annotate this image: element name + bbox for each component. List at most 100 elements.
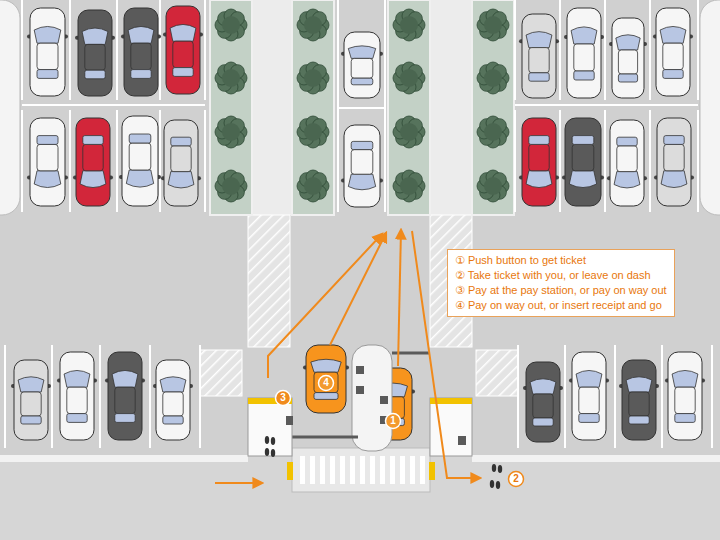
car-roof <box>171 146 191 172</box>
ticket-machine <box>380 396 388 404</box>
car-rear-window <box>351 78 373 85</box>
car <box>163 6 203 94</box>
car <box>562 118 604 206</box>
car-windshield <box>348 46 375 59</box>
crosswalk-stripe <box>390 456 395 484</box>
stall-line <box>159 0 161 100</box>
tree <box>215 9 247 41</box>
car <box>27 118 68 206</box>
route-arrow <box>398 230 401 366</box>
tree-crown <box>304 123 322 141</box>
car-body <box>306 345 346 413</box>
pedestrian-icon <box>265 448 275 457</box>
car-roof <box>675 387 695 413</box>
curb-marker <box>429 462 435 480</box>
car-roof <box>529 48 549 73</box>
crosswalk-stripe <box>410 456 415 484</box>
car <box>121 8 161 96</box>
car-rear-window <box>663 70 683 79</box>
foot <box>271 437 275 445</box>
tree <box>393 9 425 41</box>
callout-circle <box>276 391 291 406</box>
stall-line <box>4 345 6 448</box>
car-roof <box>131 43 151 69</box>
car-body <box>164 120 198 206</box>
pedestrian-icon <box>492 464 502 473</box>
walkway <box>430 0 472 215</box>
car-body <box>60 352 94 440</box>
car-body <box>122 116 158 206</box>
car-rear-window <box>131 70 151 79</box>
car-rear-window <box>37 70 58 79</box>
car-windshield <box>168 172 194 188</box>
booth <box>248 398 292 456</box>
car-rear-window <box>163 416 183 424</box>
stall-line <box>199 345 201 448</box>
car <box>665 352 705 440</box>
car <box>519 118 559 206</box>
tree <box>477 170 509 202</box>
car <box>119 116 161 206</box>
car <box>609 18 647 98</box>
callout-circle <box>509 472 524 487</box>
pay-station <box>458 436 466 445</box>
stall-line <box>204 110 206 212</box>
car-windshield <box>80 171 106 188</box>
crosswalk-stripe <box>320 456 325 484</box>
car-body <box>124 8 158 96</box>
car-rear-window <box>533 418 553 426</box>
car-body <box>166 6 200 94</box>
crosswalk <box>292 448 430 492</box>
tree <box>393 62 425 94</box>
car-windshield <box>82 28 108 44</box>
car <box>569 352 609 440</box>
stall-line <box>51 345 53 448</box>
car-body <box>656 8 690 96</box>
stall-line <box>338 107 385 109</box>
tree-crown <box>222 123 240 141</box>
stall-line <box>515 104 698 106</box>
planted-island <box>292 0 334 215</box>
planted-island <box>472 0 514 215</box>
stall-line <box>21 0 23 100</box>
stall-line <box>604 110 606 212</box>
stall-line <box>384 0 386 212</box>
foot <box>265 448 269 456</box>
curb <box>472 455 720 462</box>
car-rear-window <box>351 141 373 149</box>
tree <box>297 170 329 202</box>
car <box>341 125 383 207</box>
car-body <box>572 352 606 440</box>
car-windshield <box>34 26 61 43</box>
tree-crown <box>484 69 502 87</box>
foot <box>490 480 494 488</box>
tree <box>477 116 509 148</box>
car <box>27 8 68 96</box>
car <box>341 32 383 98</box>
tree <box>477 9 509 41</box>
car-roof <box>129 143 151 170</box>
car-body <box>522 14 556 98</box>
car-body <box>108 352 142 440</box>
curb-marker <box>287 462 293 480</box>
car-body <box>612 18 644 98</box>
tree-crown <box>222 16 240 34</box>
stall-line <box>149 345 151 448</box>
stall-line <box>661 345 663 448</box>
car-rear-window <box>83 136 103 145</box>
crosswalk-stripe <box>330 456 335 484</box>
car-body <box>522 118 556 206</box>
car-roof <box>629 392 649 416</box>
stall-line <box>337 0 339 212</box>
car-roof <box>173 41 193 67</box>
car-rear-window <box>618 74 637 82</box>
end-island <box>0 0 20 215</box>
foot <box>498 465 502 473</box>
foot <box>496 481 500 489</box>
pay-station <box>286 416 293 425</box>
car-rear-window <box>129 134 151 143</box>
car-windshield <box>526 171 552 188</box>
stall-line <box>69 110 71 212</box>
callout-number: 2 <box>513 472 519 486</box>
